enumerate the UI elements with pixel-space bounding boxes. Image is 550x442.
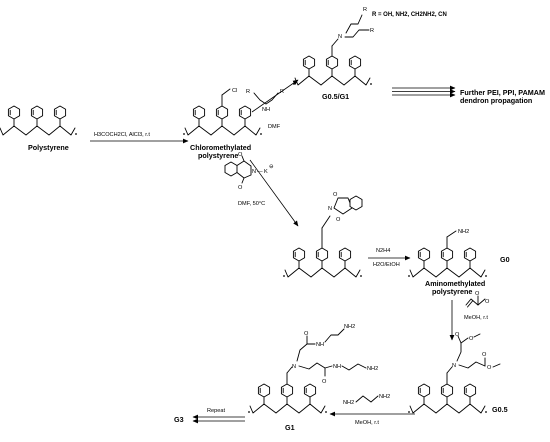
svg-text:NH: NH <box>333 364 341 370</box>
svg-text:O: O <box>238 152 243 158</box>
potassium-phthalimide-reagent: O O N — K ⊖ <box>224 152 274 191</box>
g05-label: G0.5 <box>492 405 508 414</box>
aminomethylated-label-line1: Aminomethylated <box>425 279 485 288</box>
svg-text:O: O <box>487 365 492 371</box>
arrow-michael-addition: O O MeOH, r.t <box>449 291 490 341</box>
svg-text:O: O <box>238 185 243 191</box>
svg-text:—: — <box>257 169 263 175</box>
condition-michael: MeOH, r.t <box>464 315 488 321</box>
g1-label: G1 <box>285 423 295 432</box>
polystyrene-structure <box>0 106 77 135</box>
arrow-hydrazinolysis: N2H4 H2O/EtOH <box>368 248 411 268</box>
svg-text:NH: NH <box>262 107 270 113</box>
svg-text:NH2: NH2 <box>379 394 390 400</box>
svg-text:NH2: NH2 <box>367 366 378 372</box>
g1-structure: N O NH NH2 O NH NH2 <box>248 324 378 413</box>
aminomethylated-structure: NH2 <box>408 229 487 277</box>
svg-text:N: N <box>452 363 456 369</box>
chlorine-atom: Cl <box>232 88 237 94</box>
svg-text:O: O <box>482 352 487 358</box>
methyl-acrylate-reagent: O O <box>465 291 490 308</box>
condition-solvent-water-ethanol: H2O/EtOH <box>373 262 400 268</box>
svg-text:NH2: NH2 <box>458 229 469 235</box>
condition-repeat: Repeat <box>207 408 225 414</box>
svg-text:NH: NH <box>316 342 324 348</box>
arrow-repeat: Repeat <box>192 408 245 424</box>
svg-text:R: R <box>363 7 367 13</box>
further-propagation-line2: dendron propagation <box>460 96 532 105</box>
chloromethylated-structure: Cl <box>183 88 262 135</box>
svg-text:N: N <box>292 364 296 370</box>
g3-label: G3 <box>174 415 184 424</box>
g05-structure: N O O O O <box>408 332 501 413</box>
ethylenediamine-reagent: NH2 NH2 <box>343 394 390 406</box>
aminomethylated-label-line2: polystyrene <box>432 287 472 296</box>
amine-reagent: NH R R <box>246 89 284 113</box>
condition-dmf: DMF <box>268 124 281 130</box>
g0-label: G0 <box>500 255 510 264</box>
g05-g1-label: G0.5/G1 <box>322 92 349 101</box>
svg-text:N: N <box>338 34 342 40</box>
svg-text:O: O <box>304 331 309 337</box>
g05-g1-structure: N R R <box>293 7 374 85</box>
svg-text:R: R <box>370 28 374 34</box>
arrow-chloromethylation: H3COCH2Cl, AlCl3, r.t <box>90 132 189 144</box>
svg-text:⊖: ⊖ <box>269 164 274 170</box>
arrow-gabriel: O O N — K ⊖ DMF, 50°C <box>224 152 299 227</box>
chloromethylated-label-line1: Chloromethylated <box>190 143 251 152</box>
svg-text:O: O <box>475 291 480 297</box>
svg-text:O: O <box>469 336 474 342</box>
phthalimide-structure: N O O <box>283 192 363 277</box>
svg-text:O: O <box>322 379 327 385</box>
further-propagation-line1: Further PEI, PPI, PAMAM <box>460 88 545 97</box>
polystyrene-label: Polystyrene <box>28 143 69 152</box>
arrow-amidation: NH2 NH2 MeOH, r.t <box>329 394 415 426</box>
condition-chloromethylation: H3COCH2Cl, AlCl3, r.t <box>94 132 150 138</box>
svg-text:N: N <box>252 169 256 175</box>
svg-text:K: K <box>264 169 268 175</box>
arrow-amine-substitution: NH R R DMF <box>246 79 299 130</box>
condition-amidation: MeOH, r.t <box>355 420 379 426</box>
svg-text:NH2: NH2 <box>344 324 355 330</box>
svg-text:O: O <box>485 299 490 305</box>
arrow-further-propagation <box>392 85 456 98</box>
chloromethylated-label-line2: polystyrene <box>198 151 238 160</box>
r-groups-note: R = OH, NH2, CH2NH2, CN <box>372 12 447 18</box>
svg-text:N: N <box>328 206 332 212</box>
svg-text:NH2: NH2 <box>343 400 354 406</box>
svg-text:O: O <box>455 332 460 338</box>
svg-text:O: O <box>336 217 341 223</box>
condition-hydrazine: N2H4 <box>376 248 390 254</box>
svg-text:O: O <box>333 192 338 198</box>
svg-text:R: R <box>280 89 284 95</box>
svg-text:R: R <box>246 89 250 95</box>
condition-gabriel: DMF, 50°C <box>238 201 265 207</box>
